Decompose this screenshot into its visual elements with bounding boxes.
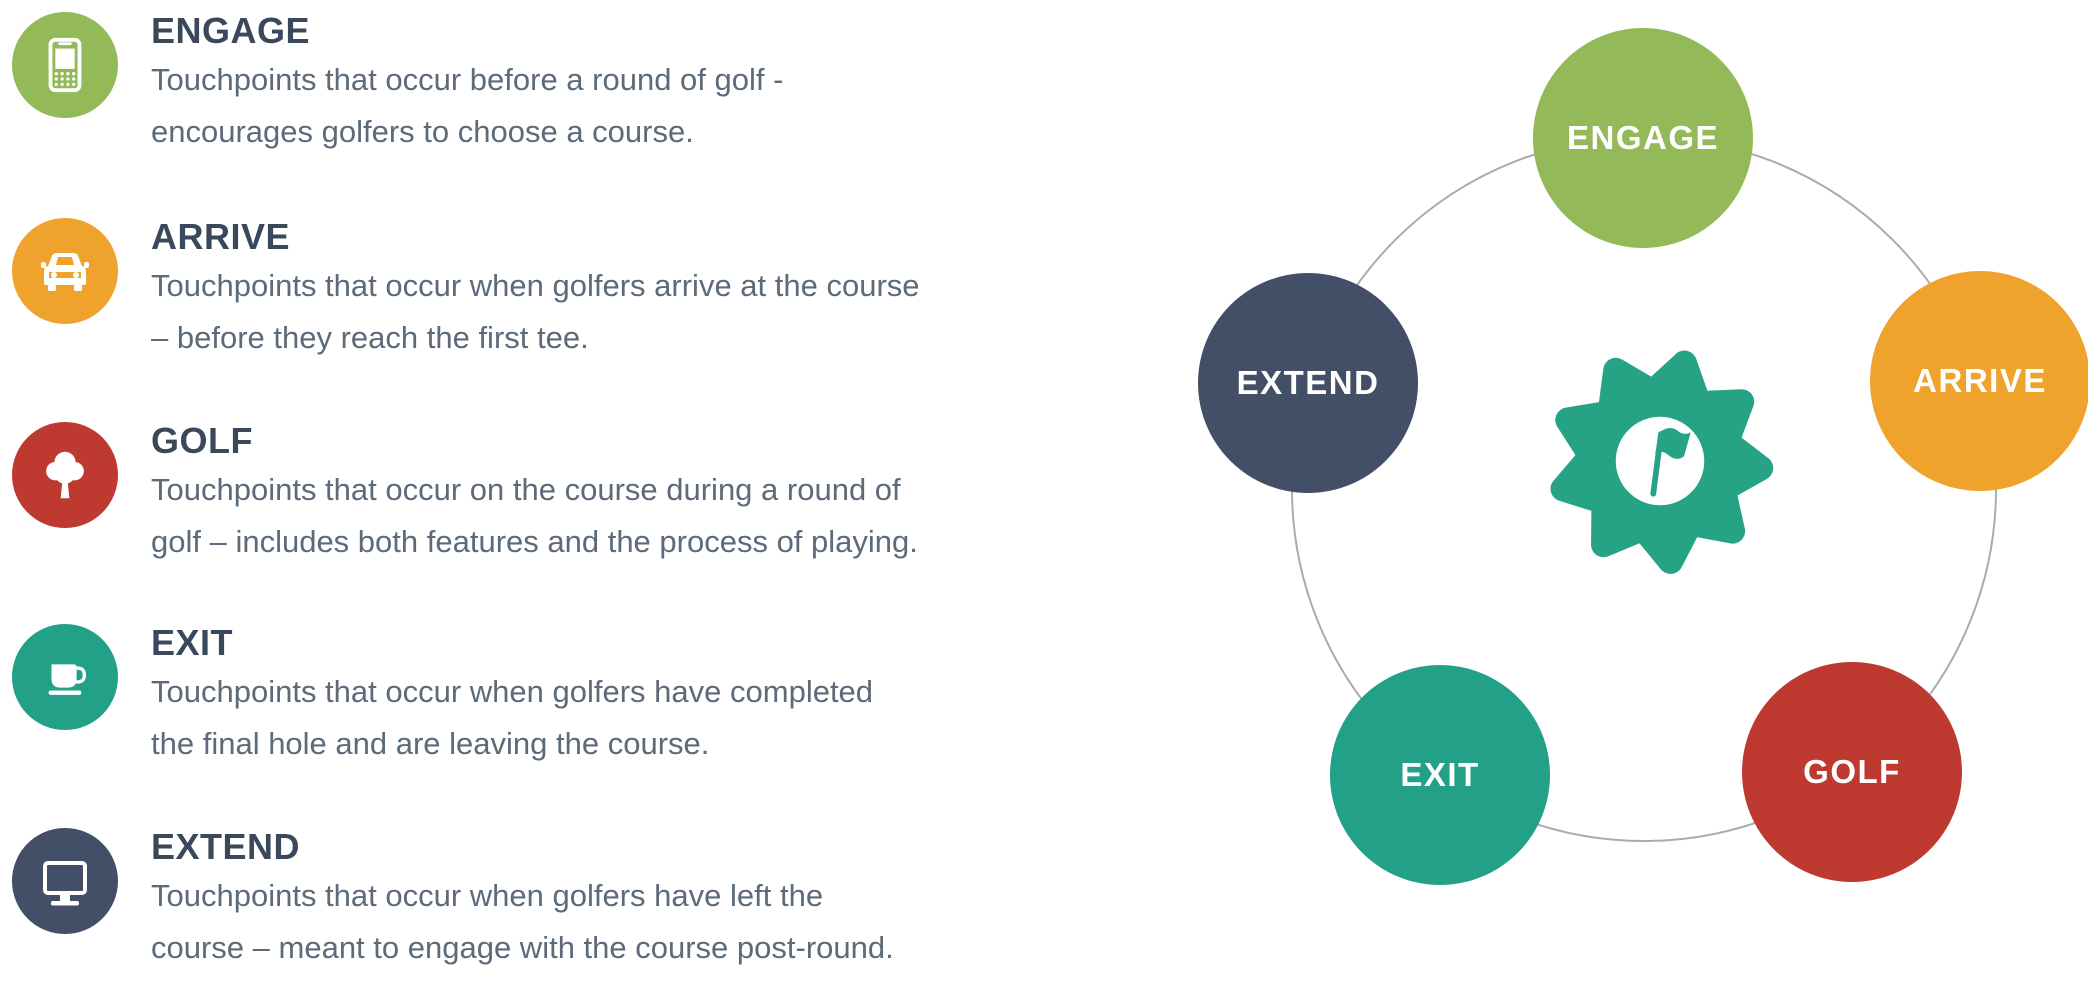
legend-desc-line: Touchpoints that occur on the course dur…: [151, 472, 901, 507]
legend-desc-line: course – meant to engage with the course…: [151, 930, 894, 965]
legend-desc-line: Touchpoints that occur before a round of…: [151, 62, 784, 97]
legend-title-engage: ENGAGE: [151, 10, 311, 51]
diagram-node-label: EXIT: [1400, 756, 1480, 793]
diagram-node-engage: ENGAGE: [1533, 28, 1753, 248]
diagram-node-extend: EXTEND: [1198, 273, 1418, 493]
diagram-node-label: GOLF: [1803, 753, 1901, 790]
legend-title-golf: GOLF: [151, 420, 253, 461]
legend-desc-line: – before they reach the first tee.: [151, 320, 589, 355]
monitor-icon: [12, 828, 118, 934]
legend-item-exit: EXIT Touchpoints that occur when golfers…: [12, 620, 873, 770]
gear-golf-flag-icon: [1535, 336, 1785, 586]
diagram-node-label: ARRIVE: [1913, 362, 2047, 399]
legend-title-exit: EXIT: [151, 622, 234, 663]
diagram-node-golf: GOLF: [1742, 662, 1962, 882]
legend-item-golf: GOLF Touchpoints that occur on the cours…: [12, 418, 918, 568]
legend-desc-line: Touchpoints that occur when golfers have…: [151, 878, 824, 913]
legend-desc-line: Touchpoints that occur when golfers have…: [151, 674, 874, 709]
legend-title-extend: EXTEND: [151, 826, 301, 867]
car-icon: [12, 218, 118, 324]
diagram-node-label: ENGAGE: [1566, 119, 1720, 156]
legend-desc-line: encourages golfers to choose a course.: [151, 114, 694, 149]
mobile-phone-icon: [12, 12, 118, 118]
diagram-node-label: EXTEND: [1236, 364, 1380, 401]
diagram-node-arrive: ARRIVE: [1870, 271, 2088, 491]
legend-desc-line: the final hole and are leaving the cours…: [151, 726, 710, 761]
tree-icon: [12, 422, 118, 528]
legend-title-arrive: ARRIVE: [151, 216, 291, 257]
legend-item-engage: ENGAGE Touchpoints that occur before a r…: [12, 8, 783, 158]
legend-desc-line: Touchpoints that occur when golfers arri…: [151, 268, 920, 303]
legend-desc-line: golf – includes both features and the pr…: [151, 524, 918, 559]
diagram-node-exit: EXIT: [1330, 665, 1550, 885]
legend-item-arrive: ARRIVE Touchpoints that occur when golfe…: [12, 214, 920, 364]
legend-item-extend: EXTEND Touchpoints that occur when golfe…: [12, 824, 894, 974]
coffee-cup-icon: [12, 624, 118, 730]
